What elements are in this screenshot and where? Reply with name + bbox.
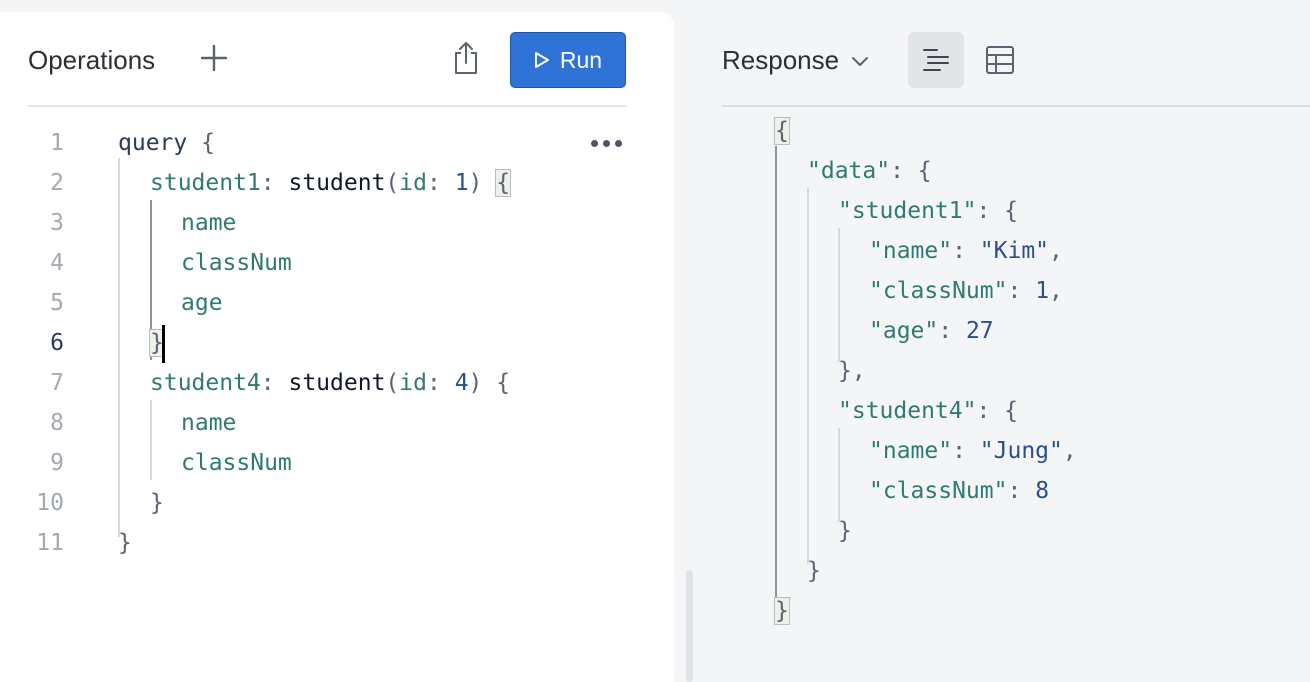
indent-guide (807, 188, 809, 564)
text-view-icon (923, 49, 949, 71)
indent-guide (838, 228, 840, 362)
text-cursor (162, 325, 165, 363)
share-icon (455, 42, 477, 74)
code-line: 5 age (50, 290, 223, 316)
operations-header: Operations Run (28, 12, 626, 107)
indent-guide (775, 146, 777, 606)
code-line: 8 name (50, 410, 237, 436)
more-options-button[interactable] (584, 128, 628, 158)
code-line: 4 classNum (50, 250, 292, 276)
code-line: 7 student4: student(id: 4) { (50, 370, 511, 396)
add-operation-button[interactable] (198, 42, 230, 74)
plus-icon (200, 44, 228, 72)
operations-title: Operations (28, 45, 156, 75)
code-line: 11 } (36, 530, 132, 556)
code-line: 10 } (36, 490, 164, 516)
run-label: Run (559, 46, 603, 73)
operations-panel: Operations Run 1 query { (0, 12, 674, 682)
response-title: Response (722, 45, 840, 75)
code-line-active: 6 } (0, 324, 674, 364)
table-view-icon (986, 46, 1014, 74)
run-button[interactable]: Run (510, 32, 626, 88)
more-icon (590, 139, 598, 147)
code-line: 2 student1: student(id: 1) { (50, 169, 512, 197)
query-editor[interactable]: 1 query { 2 student1: student(id: 1) { 3… (0, 124, 674, 584)
share-button[interactable] (448, 38, 484, 78)
play-icon (534, 52, 549, 68)
code-line: 1 query { (50, 130, 215, 156)
scrollbar-thumb[interactable] (686, 570, 693, 682)
code-line: 9 classNum (50, 450, 292, 476)
indent-guide (150, 200, 152, 360)
code-line: 3 name (50, 210, 237, 236)
table-view-button[interactable] (972, 32, 1028, 88)
response-header: Response (722, 12, 1310, 107)
indent-guide (150, 400, 152, 480)
chevron-down-icon (852, 56, 869, 66)
response-viewer: { "data": { "student1": { "name": "Kim",… (774, 117, 1077, 625)
indent-guide (838, 428, 840, 522)
response-view-selector[interactable]: Response (722, 45, 869, 76)
indent-guide (118, 158, 120, 537)
text-view-button[interactable] (908, 32, 964, 88)
